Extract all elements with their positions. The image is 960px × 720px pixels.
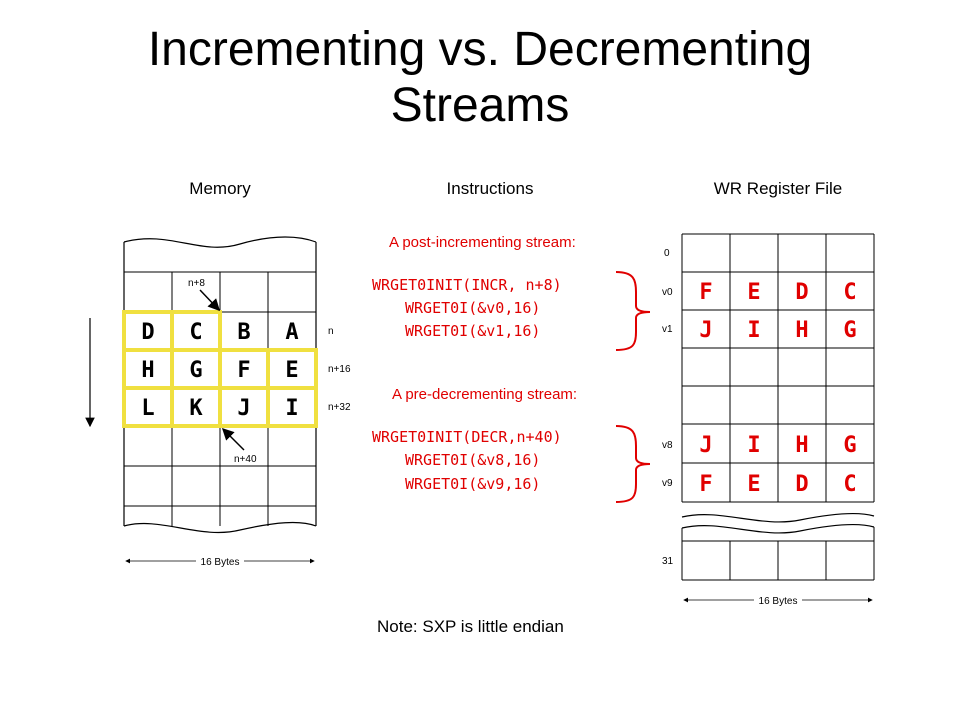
reg-cell: G [843,318,856,343]
mem-cell: D [141,320,154,345]
title-line-1: Incrementing vs. Decrementing [147,23,813,76]
pre-decrement-caption: A pre-decrementing stream: [392,386,577,403]
code-line: WRGET0I(&v9,16) [405,475,540,493]
mem-cell: L [141,396,154,421]
reg-cell: F [699,280,712,305]
mem-row-label: n+32 [328,402,351,413]
instructions-header: Instructions [447,179,534,198]
reg-cell: H [795,318,808,343]
register-width-label: 16 Bytes [759,596,798,607]
mem-cell: E [285,358,298,383]
mem-row-label: n+16 [328,364,351,375]
reg-cell: G [843,433,856,458]
memory-width-label: 16 Bytes [201,557,240,568]
mem-cell: F [237,358,250,383]
reg-cell: J [699,433,712,458]
memory-block: D C B A H G F E L K J I n n+16 n+32 n+8 … [85,236,351,568]
reg-cell: D [795,472,808,497]
reg-cell: D [795,280,808,305]
slide-title: Incrementing vs. Decrementing Streams [0,22,960,134]
pointer-label-top: n+8 [188,278,205,289]
reg-cell: I [747,318,760,343]
mem-cell: A [285,320,298,345]
code-line: WRGET0I(&v8,16) [405,451,540,469]
code-line: WRGET0I(&v0,16) [405,299,540,317]
reg-row-label: 0 [664,248,670,259]
reg-cell: H [795,433,808,458]
reg-row-label: v1 [662,324,673,335]
reg-row-label: v9 [662,478,673,489]
reg-row-label: 31 [662,556,674,567]
reg-cell: F [699,472,712,497]
reg-cell: E [747,280,760,305]
mem-cell: C [189,320,202,345]
reg-cell: C [843,472,856,497]
reg-cell: J [699,318,712,343]
mem-cell: H [141,358,154,383]
code-line: WRGET0INIT(INCR, n+8) [372,276,562,294]
mem-cell: G [189,358,202,383]
instructions-block: A post-incrementing stream: WRGET0INIT(I… [372,234,651,503]
code-line: WRGET0INIT(DECR,n+40) [372,428,562,446]
reg-row-label: v0 [662,287,673,298]
endian-note: Note: SXP is little endian [377,617,564,636]
register-file-header: WR Register File [714,179,842,198]
mem-cell: J [237,396,250,421]
mem-row-label: n [328,326,334,337]
memory-header: Memory [189,179,251,198]
mem-cell: K [189,396,203,421]
code-line: WRGET0I(&v1,16) [405,322,540,340]
post-increment-caption: A post-incrementing stream: [389,234,576,251]
reg-cell: I [747,433,760,458]
pointer-label-bottom: n+40 [234,454,257,465]
register-file-block: 0 v0 v1 v8 v9 31 F E D C J I H G J I H G… [662,233,875,607]
title-line-2: Streams [390,79,570,132]
reg-cell: C [843,280,856,305]
reg-row-label: v8 [662,440,673,451]
mem-cell: I [285,396,298,421]
reg-cell: E [747,472,760,497]
mem-cell: B [237,320,250,345]
